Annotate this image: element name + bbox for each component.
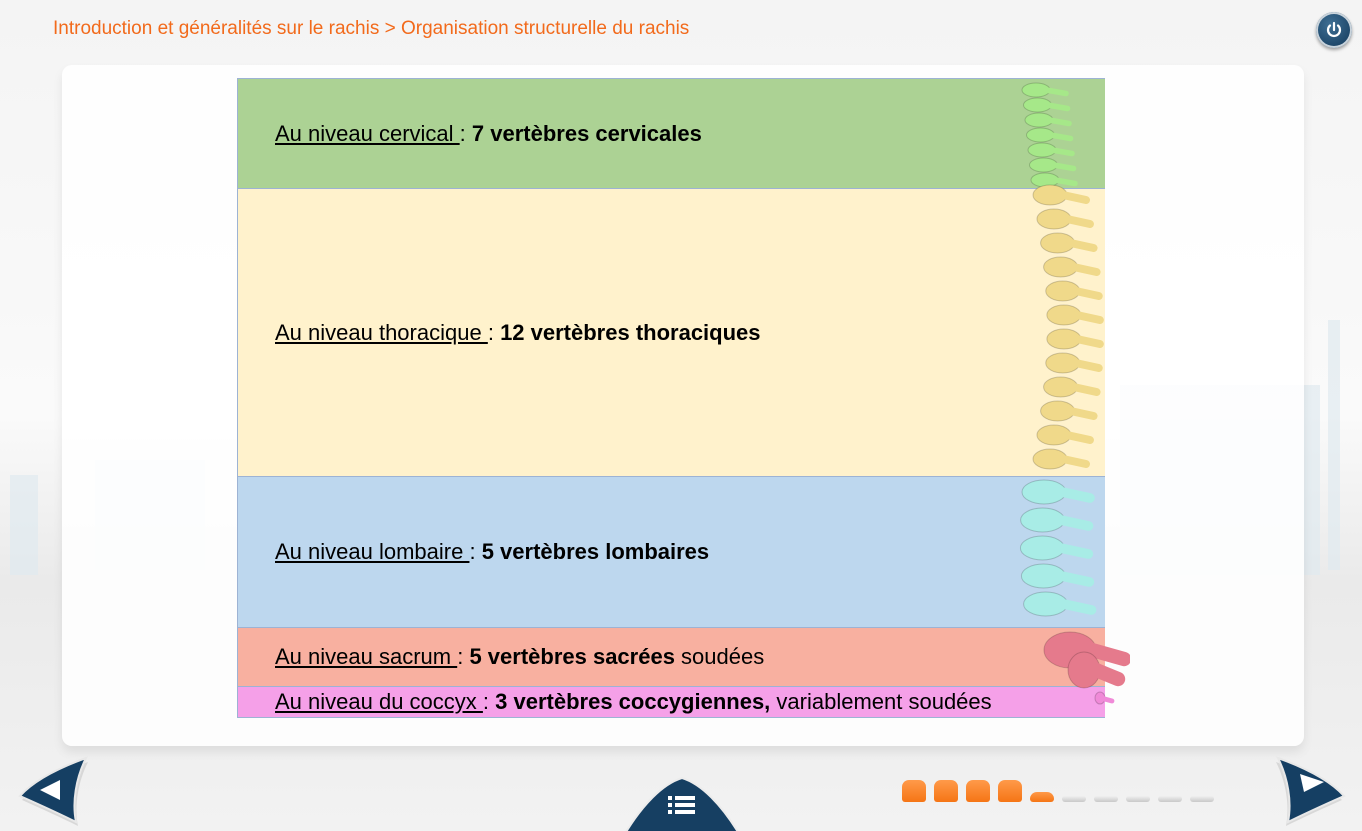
progress-step <box>1126 796 1150 802</box>
row-sep: : <box>487 319 501 345</box>
row-label: Au niveau lombaire <box>275 539 470 564</box>
background-building <box>1328 320 1340 570</box>
sacrum-process <box>1088 662 1126 687</box>
power-icon <box>1326 21 1342 37</box>
progress-step <box>998 780 1022 802</box>
lumbar-vertebra-process <box>1058 599 1097 615</box>
row-sep: : <box>469 539 482 564</box>
row-thoracique: Au niveau thoracique : 12 vertèbres thor… <box>237 188 1105 476</box>
progress-step <box>1158 796 1182 802</box>
row-sep: : <box>457 644 470 669</box>
thoracic-vertebra-process <box>1069 383 1101 396</box>
progress-step <box>966 780 990 802</box>
thoracic-vertebra-process <box>1066 407 1098 420</box>
thoracic-vertebra-process <box>1072 335 1104 348</box>
thoracic-vertebra-process <box>1071 359 1103 372</box>
row-value: 12 vertèbres thoraciques <box>500 319 761 345</box>
lumbar-vertebra-process <box>1055 515 1094 531</box>
progress-step <box>1094 796 1118 802</box>
cervical-vertebra-process <box>1052 177 1078 187</box>
row-rest: variablement soudées <box>770 689 992 714</box>
sacrum-process <box>1084 642 1130 667</box>
thoracic-vertebra-process <box>1071 287 1103 300</box>
thoracic-vertebra-process <box>1072 311 1104 324</box>
progress-step <box>902 780 926 802</box>
power-button[interactable] <box>1316 12 1352 48</box>
row-label: Au niveau cervical <box>275 120 460 146</box>
arrow-left-icon <box>40 780 60 800</box>
lumbar-vertebra-process <box>1057 487 1095 503</box>
row-sep: : <box>459 120 472 146</box>
thoracic-vertebra-process <box>1066 239 1098 252</box>
progress-step <box>1190 796 1214 802</box>
thoracic-vertebra-process <box>1059 191 1090 204</box>
progress-indicator <box>902 780 1214 802</box>
row-coccyx: Au niveau du coccyx : 3 vertèbres coccyg… <box>237 686 1105 718</box>
menu-button[interactable] <box>622 776 742 831</box>
row-label: Au niveau sacrum <box>275 644 458 669</box>
cervical-vertebra-process <box>1044 102 1071 112</box>
row-sep: : <box>482 689 496 714</box>
list-icon <box>668 796 695 814</box>
progress-step <box>1062 796 1086 802</box>
row-sacrum: Au niveau sacrum : 5 vertèbres sacrées s… <box>237 627 1105 686</box>
thoracic-vertebra-process <box>1069 263 1101 276</box>
spine-illustration <box>1019 82 1130 705</box>
progress-step <box>934 780 958 802</box>
thoracic-vertebra-process <box>1062 431 1094 444</box>
row-rest: soudées <box>674 644 765 669</box>
cervical-vertebra-process <box>1046 117 1072 127</box>
coccyx-process <box>1098 695 1115 704</box>
row-value: 7 vertèbres cervicales <box>471 120 702 146</box>
row-lombaire: Au niveau lombaire : 5 vertèbres lombair… <box>237 476 1105 627</box>
thoracic-vertebra-process <box>1059 455 1090 468</box>
previous-button[interactable] <box>14 752 94 826</box>
background-building <box>10 475 38 575</box>
row-value: 5 vertèbres lombaires <box>481 539 710 564</box>
row-label: Au niveau du coccyx <box>275 689 483 714</box>
cervical-vertebra-process <box>1047 132 1074 142</box>
cervical-vertebra-process <box>1050 162 1077 172</box>
row-value: 3 vertèbres coccygiennes, <box>495 689 771 714</box>
lumbar-vertebra-process <box>1056 571 1095 587</box>
arrow-right-icon <box>1300 774 1324 792</box>
spine-regions-table: Au niveau cervical : 7 vertèbres cervica… <box>237 78 1105 718</box>
row-label: Au niveau thoracique <box>275 319 488 345</box>
lumbar-vertebra-process <box>1055 543 1094 559</box>
breadcrumb: Introduction et généralités sur le rachi… <box>53 18 690 39</box>
cervical-vertebra-process <box>1049 147 1075 157</box>
row-value: 5 vertèbres sacrées <box>469 644 675 669</box>
cervical-vertebra-process <box>1043 87 1069 97</box>
progress-step <box>1030 792 1054 802</box>
thoracic-vertebra-process <box>1062 215 1094 228</box>
row-cervical: Au niveau cervical : 7 vertèbres cervica… <box>237 78 1105 188</box>
next-button[interactable] <box>1270 752 1350 826</box>
